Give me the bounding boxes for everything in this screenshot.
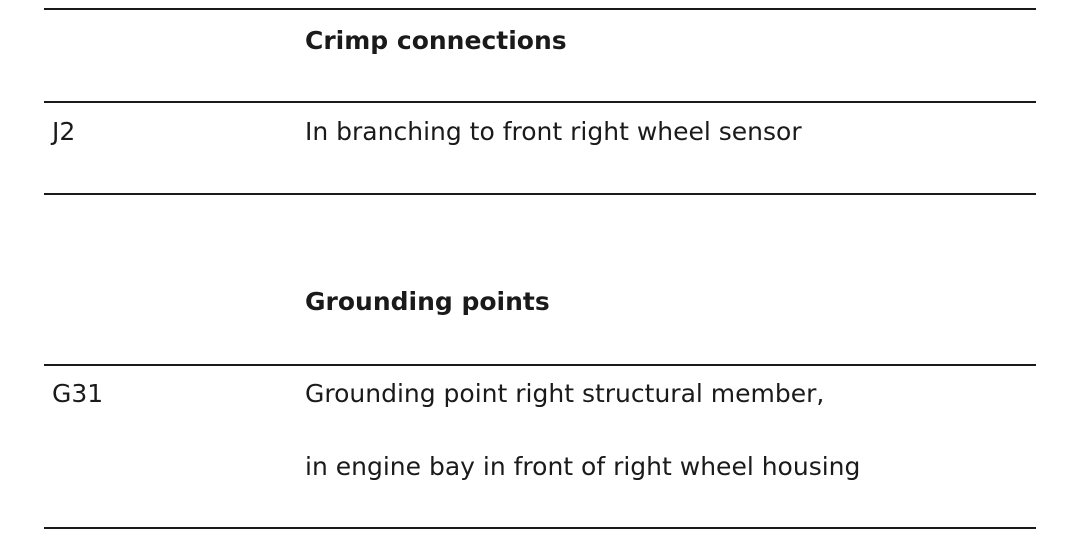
table-rule-bottom — [44, 527, 1036, 529]
section-heading-crimp-connections: Crimp connections — [305, 26, 567, 55]
row-code: G31 — [52, 379, 104, 408]
row-code: J2 — [52, 117, 76, 146]
row-description-line-2: in engine bay in front of right wheel ho… — [305, 452, 861, 481]
table-rule — [44, 193, 1036, 195]
table-rule — [44, 101, 1036, 103]
row-description: In branching to front right wheel sensor — [305, 117, 802, 146]
table-rule-top — [44, 8, 1036, 10]
section-heading-grounding-points: Grounding points — [305, 287, 550, 316]
row-description-line-1: Grounding point right structural member, — [305, 379, 825, 408]
table-rule — [44, 364, 1036, 366]
